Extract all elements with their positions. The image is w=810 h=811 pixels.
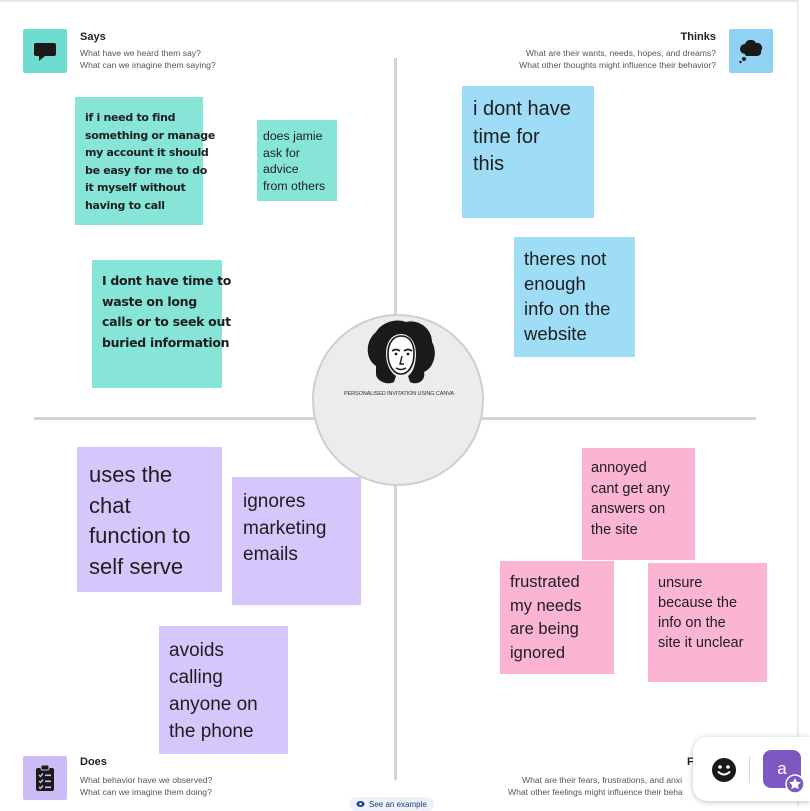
note-line: be easy for me to do xyxy=(85,163,208,177)
says-subtitle-1: What have we heard them say? xyxy=(80,48,201,58)
thinks-subtitle-2: What other thoughts might influence thei… xyxy=(519,60,716,70)
does-subtitle-1: What behavior have we observed? xyxy=(80,775,213,785)
note-line: if i need to find xyxy=(85,111,176,124)
does-title: Does xyxy=(80,756,107,768)
says-title: Says xyxy=(80,31,106,43)
note-line: chat xyxy=(89,492,131,518)
note-line: time for xyxy=(473,125,540,148)
note-line: marketing xyxy=(243,517,327,539)
note-line: having to call xyxy=(85,198,165,212)
thought-cloud-icon xyxy=(739,39,763,64)
feels-subtitle-1: What are their fears, frustrations, and … xyxy=(522,775,683,785)
note-line: because the xyxy=(658,595,738,611)
clipboard-checklist-icon xyxy=(36,764,54,791)
note-line: function to xyxy=(89,523,191,548)
note-line: emails xyxy=(243,544,298,565)
note-line: from others xyxy=(263,178,326,193)
note-line: theres not xyxy=(524,248,607,269)
feels-title: F xyxy=(687,756,694,768)
persona-caption: PERSONALISED INVITATION USING CANVA xyxy=(344,391,454,397)
note-line: advice xyxy=(263,162,299,176)
sticky-note-thinks-2[interactable]: theres not enough info on the website xyxy=(514,237,635,357)
note-line: frustrated xyxy=(510,573,580,591)
board-right-edge xyxy=(797,0,799,807)
board-top-edge xyxy=(0,0,798,2)
note-line: my needs xyxy=(510,596,582,615)
star-badge-icon xyxy=(785,774,805,794)
note-line: uses the xyxy=(89,462,173,487)
toolbar-divider xyxy=(749,757,750,783)
says-subtitle-2: What can we imagine them saying? xyxy=(80,60,216,70)
avatar-letter: a xyxy=(777,759,787,778)
note-line: the phone xyxy=(169,721,254,742)
speech-bubble-icon xyxy=(34,43,56,61)
note-line: info on the xyxy=(524,298,611,319)
sticky-note-feels-3[interactable]: unsure because the info on the site it u… xyxy=(648,563,767,682)
eye-icon xyxy=(356,801,365,807)
see-example-label: See an example xyxy=(369,799,427,809)
note-line: site it unclear xyxy=(658,635,744,651)
note-line: info on the xyxy=(658,615,726,631)
note-line: annoyed xyxy=(591,460,647,476)
note-line: buried information xyxy=(102,334,230,350)
note-line: are being xyxy=(510,620,579,638)
note-line: ask for xyxy=(263,145,300,160)
note-line: this xyxy=(473,153,505,175)
sticky-note-does-3[interactable]: avoids calling anyone on the phone xyxy=(159,626,288,754)
does-subtitle-2: What can we imagine them doing? xyxy=(80,787,212,797)
note-line: ignores xyxy=(243,491,306,512)
sticky-note-thinks-1[interactable]: i dont have time for this xyxy=(462,86,594,218)
note-line: calling xyxy=(169,667,223,688)
note-line: does jamie xyxy=(263,129,323,143)
note-line: anyone on xyxy=(169,694,258,715)
sticky-note-says-1[interactable]: if i need to find something or manage my… xyxy=(75,97,216,225)
note-line: calls or to seek out xyxy=(102,314,231,329)
feels-subtitle-2: What other feelings might influence thei… xyxy=(508,787,683,797)
sticky-note-does-2[interactable]: ignores marketing emails xyxy=(232,477,361,605)
note-line: i dont have xyxy=(473,98,571,120)
note-line: unsure xyxy=(658,575,703,591)
note-line: the site xyxy=(591,521,638,538)
note-line: avoids xyxy=(169,640,224,661)
thinks-quadrant-icon-box xyxy=(729,29,773,73)
sticky-note-feels-1[interactable]: annoyed cant get any answers on the site xyxy=(582,448,695,560)
does-quadrant-icon-box xyxy=(23,756,67,800)
note-line: it myself without xyxy=(85,181,186,194)
note-line: cant get any xyxy=(591,480,670,497)
sticky-note-does-1[interactable]: uses the chat function to self serve xyxy=(77,447,222,592)
note-line: something or manage xyxy=(85,128,216,142)
note-line: enough xyxy=(524,273,586,294)
sticky-note-says-3[interactable]: I dont have time to waste on long calls … xyxy=(92,260,232,388)
persona-face-icon xyxy=(367,320,435,384)
note-line: ignored xyxy=(510,643,566,662)
smiley-face-icon[interactable] xyxy=(711,757,737,783)
thinks-subtitle-1: What are their wants, needs, hopes, and … xyxy=(525,48,716,58)
thinks-title: Thinks xyxy=(680,31,716,43)
see-example-button[interactable]: See an example xyxy=(349,797,434,811)
note-line: self serve xyxy=(89,553,184,579)
says-quadrant-icon-box xyxy=(23,29,67,73)
note-line: answers on xyxy=(591,501,666,517)
note-line: my account it should xyxy=(85,146,209,159)
sticky-note-feels-2[interactable]: frustrated my needs are being ignored xyxy=(500,561,614,674)
note-line: website xyxy=(524,323,587,344)
note-line: waste on long xyxy=(102,293,197,309)
note-line: I dont have time to xyxy=(102,273,232,288)
sticky-note-says-2[interactable]: does jamie ask for advice from others xyxy=(257,120,337,201)
